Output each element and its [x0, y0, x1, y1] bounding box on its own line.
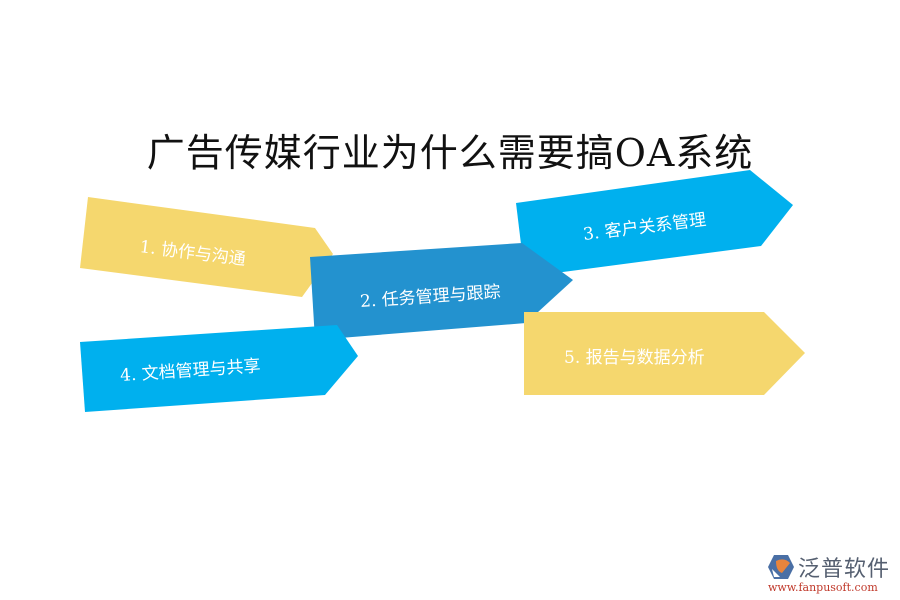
page-title: 广告传媒行业为什么需要搞OA系统	[146, 131, 754, 175]
arrow-shape-2	[310, 243, 573, 340]
brand-url: www.fanpusoft.com	[768, 581, 878, 594]
arrow-shape-4	[80, 325, 358, 412]
arrow-shape-5	[524, 312, 805, 395]
arrow-shape-1	[80, 197, 333, 297]
item-label-5: 5. 报告与数据分析	[564, 348, 705, 368]
brand-name: 泛普软件	[798, 557, 891, 582]
arrow-shape-3	[516, 170, 793, 277]
fanpu-logo-icon	[768, 555, 794, 579]
brand-logo: 泛普软件 www.fanpusoft.com	[766, 551, 896, 595]
